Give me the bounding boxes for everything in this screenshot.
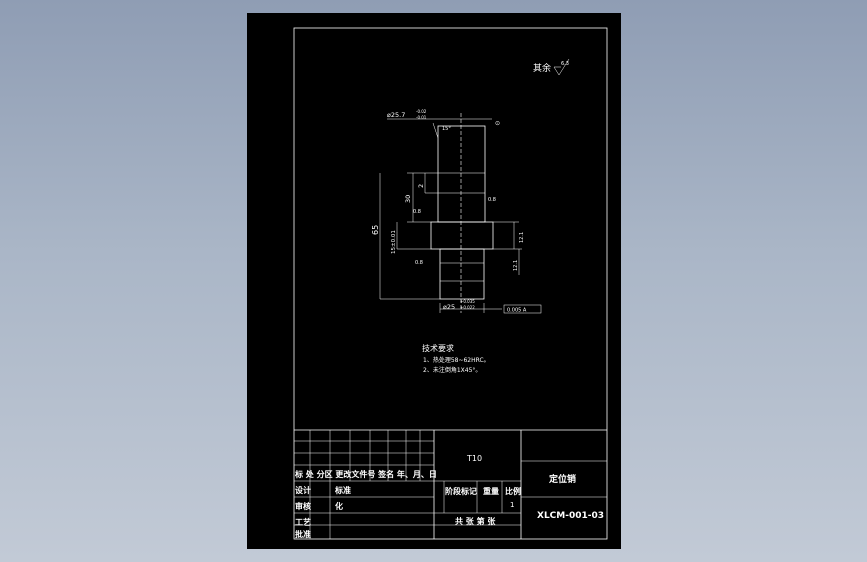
scale-label: 比例 [505,486,521,496]
tech-req-title: 技术要求 [422,343,454,353]
drawing-sheet: 其余 6.3 [247,13,621,549]
standardization-label: 化 [335,501,343,511]
dim-15: 15±0.01 [391,230,397,254]
dim-top-tol: -0.02 [416,109,427,114]
dimension-lines [379,118,522,313]
roughness-b: 0.8 [413,209,421,215]
approve-label: 批准 [295,529,311,539]
roughness-a: 0.8 [488,197,496,203]
roughness-value: 6.3 [561,61,569,67]
roughness-note: 其余 [533,62,551,74]
drawing-border [293,27,608,540]
design-label: 设计 [295,485,311,495]
tech-req-line1: 1、热处理58~62HRC。 [423,356,490,364]
part-name: 定位销 [548,473,576,485]
dim-top-tol2: -0.01 [416,115,427,120]
datum-ref-icon: ⊙ [495,120,500,127]
stage-label: 阶段标记 [445,486,477,496]
dim-65: 65 [371,225,380,235]
scale-value: 1 [510,501,514,509]
dim-30: 30 [404,195,412,203]
standard-label: 标准 [334,485,351,495]
sheets-label: 共 张 第 张 [455,516,496,526]
part-outline [430,125,494,300]
tech-req-line2: 2、未注倒角1X45°。 [423,366,481,374]
dim-2: 2 [417,184,425,188]
dim-12-a: 12.1 [519,232,525,243]
title-block [294,429,607,539]
dim-12-b: 12.1 [513,260,519,271]
craft-label: 工艺 [295,517,311,527]
tolerance-frame [503,304,542,314]
audit-label: 审核 [295,501,311,511]
engineering-drawing: 其余 6.3 [293,27,608,540]
roughness-symbol-icon [553,58,570,76]
dim-top-diameter: ⌀25.7 [387,111,405,119]
dim-chamfer-angle: 15° [442,126,451,132]
weight-label: 重量 [483,486,499,496]
dim-bottom-diameter: ⌀25 [443,303,455,311]
dim-bottom-tol2: +0.022 [460,305,475,310]
roughness-c: 0.8 [415,260,423,266]
material-text: T10 [466,454,482,463]
revision-row-labels: 标 处 分区 更改文件号 签名 年、月、日 [294,469,437,479]
drawing-number: XLCM-001-03 [537,511,604,521]
dim-bottom-tol1: +0.035 [460,299,475,304]
tolerance-frame-text: 0.005 A [507,308,527,314]
